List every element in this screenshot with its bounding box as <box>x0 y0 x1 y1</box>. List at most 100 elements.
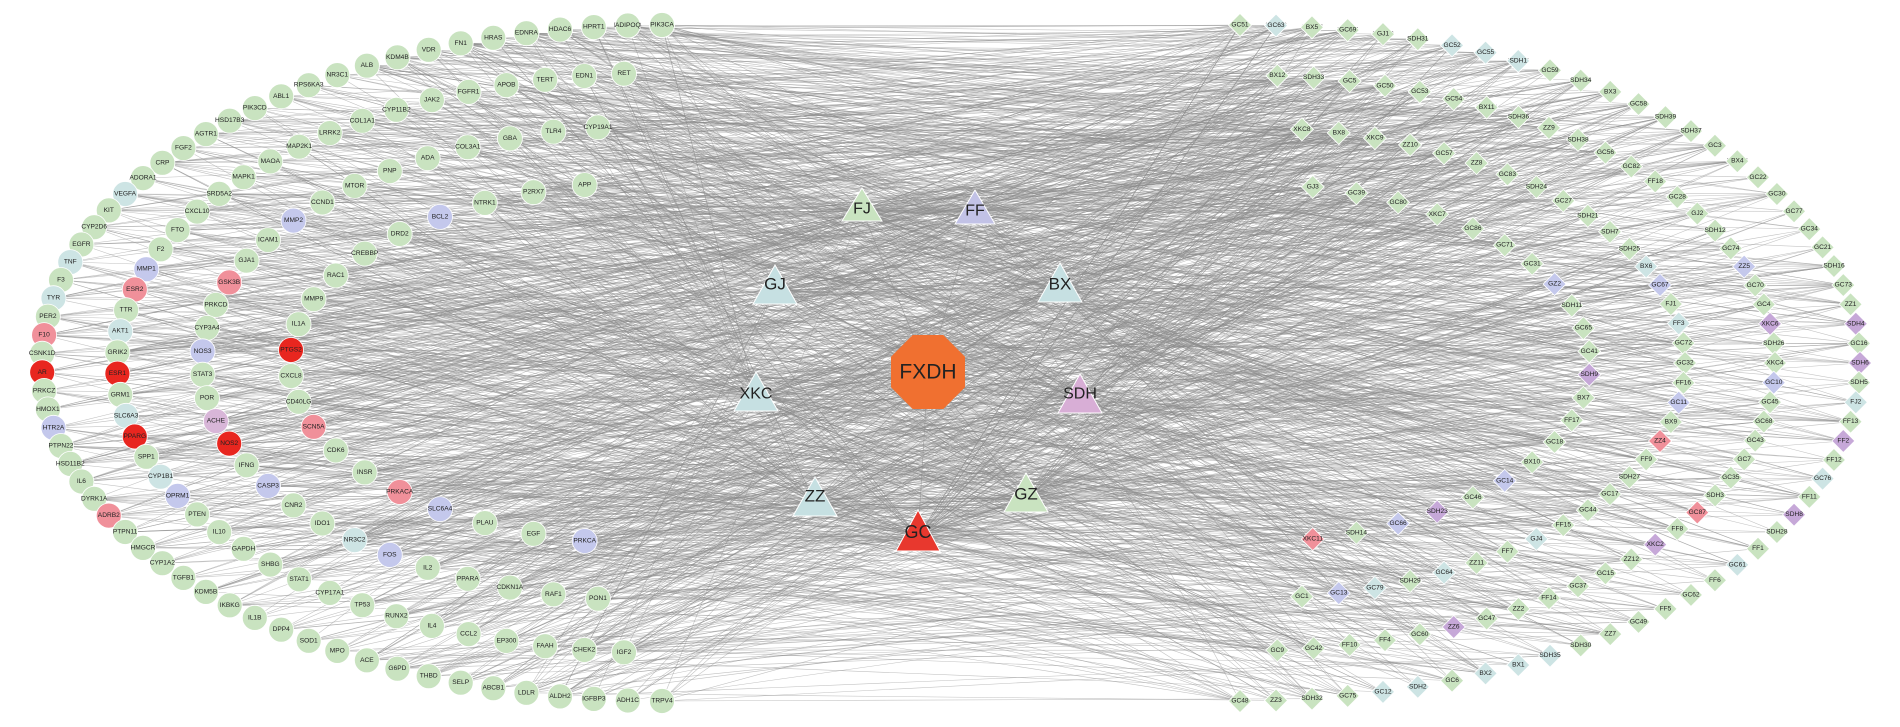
target-node-hdac6[interactable]: HDAC6 <box>547 16 573 43</box>
component-node-sdh35[interactable]: SDH35 <box>1537 643 1563 668</box>
component-node-sdh5[interactable]: SDH5 <box>1846 370 1872 395</box>
target-node-oprm1[interactable]: OPRM1 <box>164 482 191 509</box>
target-node-ednra[interactable]: EDNRA <box>513 20 540 47</box>
target-node-ldlr[interactable]: LDLR <box>513 679 540 706</box>
target-node-rac1[interactable]: RAC1 <box>322 262 349 289</box>
component-node-gc76[interactable]: GC76 <box>1810 466 1835 491</box>
target-node-drd2[interactable]: DRD2 <box>386 221 413 247</box>
target-node-igfbp3[interactable]: IGFBP3 <box>580 686 607 712</box>
target-node-edn1[interactable]: EDN1 <box>571 63 598 89</box>
target-node-il1b[interactable]: IL1B <box>241 605 268 631</box>
target-node-ntrk1[interactable]: NTRK1 <box>471 189 498 216</box>
target-node-p2rx7[interactable]: P2RX7 <box>520 179 547 206</box>
component-node-sdh12[interactable]: SDH12 <box>1703 218 1728 243</box>
component-node-zz7[interactable]: ZZ7 <box>1598 622 1623 647</box>
target-node-map2k1[interactable]: MAP2K1 <box>286 133 312 160</box>
target-node-abcb1[interactable]: ABCB1 <box>480 675 507 702</box>
target-node-cd40lg[interactable]: CD40LG <box>285 388 312 415</box>
target-node-thbd[interactable]: THBD <box>415 663 442 690</box>
target-node-bcl2[interactable]: BCL2 <box>427 203 453 230</box>
target-node-mapk1[interactable]: MAPK1 <box>230 164 257 191</box>
component-node-ff6[interactable]: FF6 <box>1702 568 1728 593</box>
target-node-fgf2[interactable]: FGF2 <box>170 135 197 162</box>
target-node-app[interactable]: APP <box>571 172 598 198</box>
target-node-insr[interactable]: INSR <box>351 459 378 486</box>
target-node-por[interactable]: POR <box>194 385 220 412</box>
component-node-fj2[interactable]: FJ2 <box>1843 390 1868 415</box>
component-node-bx3[interactable]: BX3 <box>1598 79 1623 104</box>
target-node-il10[interactable]: IL10 <box>206 519 233 545</box>
target-node-ikbkg[interactable]: IKBKG <box>216 592 243 619</box>
target-node-fgfr1[interactable]: FGFR1 <box>455 79 482 105</box>
target-node-mmp9[interactable]: MMP9 <box>300 286 327 313</box>
hub-node[interactable]: FXDH <box>891 335 965 409</box>
component-node-gc59[interactable]: GC59 <box>1537 58 1563 83</box>
target-node-tp53[interactable]: TP53 <box>349 592 376 619</box>
target-node-pnp[interactable]: PNP <box>376 158 403 185</box>
component-node-gc7[interactable]: GC7 <box>1732 447 1757 472</box>
target-node-gja1[interactable]: GJA1 <box>233 247 260 274</box>
target-node-ccnd1[interactable]: CCND1 <box>309 189 336 216</box>
target-node-icam1[interactable]: ICAM1 <box>255 227 282 254</box>
target-node-ep300[interactable]: EP300 <box>493 628 520 654</box>
target-node-sod1[interactable]: SOD1 <box>295 627 322 654</box>
target-node-prkcd[interactable]: PRKCD <box>202 291 229 318</box>
target-node-tert[interactable]: TERT <box>532 66 558 93</box>
target-node-pik3cd[interactable]: PIK3CD <box>241 95 268 121</box>
target-node-fn1[interactable]: FN1 <box>447 30 474 57</box>
target-node-hras[interactable]: HRAS <box>480 24 507 51</box>
component-node-ff12[interactable]: FF12 <box>1821 447 1847 473</box>
component-node-sdh28[interactable]: SDH28 <box>1764 519 1790 545</box>
target-node-ido1[interactable]: IDO1 <box>309 510 336 537</box>
component-node-gc61[interactable]: GC61 <box>1725 552 1750 577</box>
component-node-gc64[interactable]: GC64 <box>1431 560 1457 585</box>
target-node-dpp4[interactable]: DPP4 <box>268 616 295 643</box>
component-node-ff5[interactable]: FF5 <box>1653 596 1678 621</box>
target-node-maoa[interactable]: MAOA <box>257 148 284 175</box>
target-node-pten[interactable]: PTEN <box>184 501 211 528</box>
target-node-ada[interactable]: ADA <box>414 145 441 172</box>
component-node-sdh30[interactable]: SDH30 <box>1568 633 1593 658</box>
component-node-gc52[interactable]: GC52 <box>1439 33 1465 58</box>
target-node-pik3ca[interactable]: PIK3CA <box>649 12 675 38</box>
component-node-gc12[interactable]: GC12 <box>1370 679 1396 704</box>
target-node-cxcl8[interactable]: CXCL8 <box>278 363 304 389</box>
target-node-alb[interactable]: ALB <box>353 52 380 79</box>
target-node-mmp2[interactable]: MMP2 <box>280 207 307 234</box>
target-node-stat3[interactable]: STAT3 <box>189 361 216 388</box>
component-node-gc22[interactable]: GC22 <box>1745 165 1771 190</box>
target-node-abl1[interactable]: ABL1 <box>268 83 295 110</box>
target-node-lrrk2[interactable]: LRRK2 <box>316 120 343 147</box>
target-node-tlr4[interactable]: TLR4 <box>540 118 567 145</box>
target-node-shbg[interactable]: SHBG <box>257 551 284 578</box>
target-node-ace[interactable]: ACE <box>353 647 380 674</box>
target-node-ppara[interactable]: PPARA <box>454 565 481 592</box>
target-node-tgfb1[interactable]: TGFB1 <box>170 565 197 591</box>
target-node-selp[interactable]: SELP <box>447 669 474 696</box>
target-node-runx2[interactable]: RUNX2 <box>383 603 410 630</box>
component-node-gc49[interactable]: GC49 <box>1626 609 1651 634</box>
target-node-ache[interactable]: ACHE <box>202 408 229 435</box>
component-node-gc60[interactable]: GC60 <box>1407 622 1432 647</box>
target-node-faah[interactable]: FAAH <box>532 633 558 660</box>
target-node-agtr1[interactable]: AGTR1 <box>192 121 219 148</box>
component-node-sdh6[interactable]: SDH6 <box>1847 350 1873 376</box>
target-node-ptgs2[interactable]: PTGS2 <box>278 337 304 363</box>
component-node-sdh39[interactable]: SDH39 <box>1653 105 1678 130</box>
target-node-cdk6[interactable]: CDK6 <box>322 437 349 464</box>
component-node-gc21[interactable]: GC21 <box>1810 235 1835 260</box>
target-node-nos3[interactable]: NOS3 <box>189 338 216 365</box>
target-node-il4[interactable]: IL4 <box>418 613 445 639</box>
target-node-scn5a[interactable]: SCN5A <box>300 413 327 440</box>
component-node-gc62[interactable]: GC62 <box>1678 582 1704 608</box>
target-node-egf[interactable]: EGF <box>520 520 547 547</box>
target-node-pon1[interactable]: PON1 <box>585 585 611 612</box>
component-node-xkc6[interactable]: XKC6 <box>1757 311 1783 336</box>
target-node-raf1[interactable]: RAF1 <box>540 581 567 608</box>
target-node-fto[interactable]: FTO <box>164 217 191 244</box>
target-node-plau[interactable]: PLAU <box>471 510 498 536</box>
component-node-gc16[interactable]: GC16 <box>1846 331 1872 356</box>
target-node-g6pd[interactable]: G6PD <box>384 655 411 682</box>
target-node-vdr[interactable]: VDR <box>415 36 442 63</box>
target-node-jak2[interactable]: JAK2 <box>418 87 445 113</box>
